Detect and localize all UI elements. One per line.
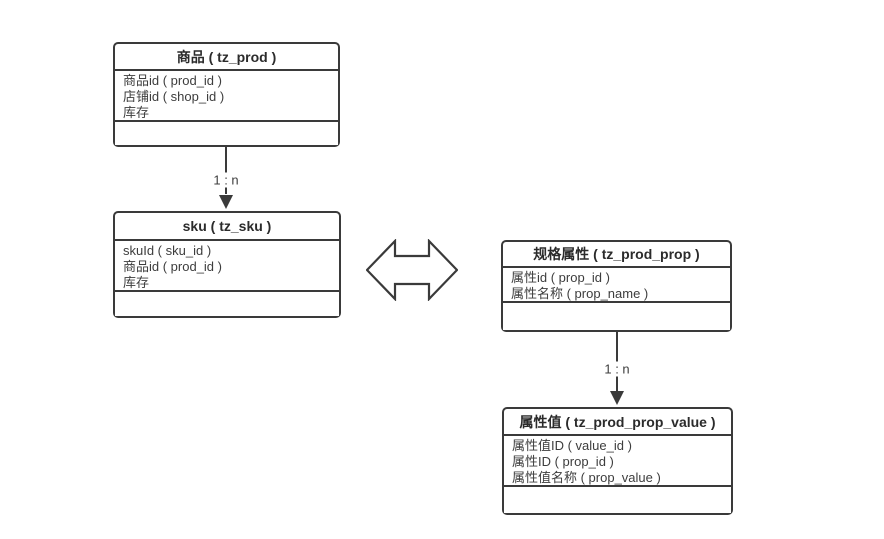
entity-sku-fields: skuId ( sku_id ) 商品id ( prod_id ) 库存	[115, 241, 339, 292]
entity-field: skuId ( sku_id )	[123, 243, 212, 258]
entity-prod-prop-title: 规格属性 ( tz_prod_prop )	[503, 242, 730, 268]
entity-prod-prop-empty-section	[503, 303, 730, 330]
entity-prod-empty-section	[115, 122, 338, 145]
entity-field: 属性ID ( prop_id )	[512, 454, 614, 469]
entity-field: 库存	[123, 275, 150, 290]
entity-sku: sku ( tz_sku ) skuId ( sku_id ) 商品id ( p…	[113, 211, 341, 318]
entity-field: 属性id ( prop_id )	[511, 270, 610, 285]
entity-prod-prop: 规格属性 ( tz_prod_prop ) 属性id ( prop_id ) 属…	[501, 240, 732, 332]
double-arrow-icon	[366, 239, 458, 301]
entity-prod-prop-value-empty-section	[504, 487, 731, 513]
entity-prod-prop-value: 属性值 ( tz_prod_prop_value ) 属性值ID ( value…	[502, 407, 733, 515]
entity-field: 属性值名称 ( prop_value )	[512, 470, 661, 485]
entity-field: 属性值ID ( value_id )	[512, 438, 632, 453]
entity-prod-title: 商品 ( tz_prod )	[115, 44, 338, 71]
entity-prod: 商品 ( tz_prod ) 商品id ( prod_id ) 店铺id ( s…	[113, 42, 340, 147]
entity-field: 库存	[123, 105, 150, 120]
entity-field: 属性名称 ( prop_name )	[511, 286, 649, 301]
arrowhead-down-icon	[610, 391, 624, 405]
entity-field: 店铺id ( shop_id )	[123, 89, 225, 104]
entity-sku-empty-section	[115, 292, 339, 316]
arrowhead-down-icon	[219, 195, 233, 209]
entity-sku-title: sku ( tz_sku )	[115, 213, 339, 241]
entity-field: 商品id ( prod_id )	[123, 259, 222, 274]
entity-prod-fields: 商品id ( prod_id ) 店铺id ( shop_id ) 库存	[115, 71, 338, 122]
connector-prod-sku-line	[225, 145, 227, 194]
entity-prod-prop-fields: 属性id ( prop_id ) 属性名称 ( prop_name )	[503, 268, 730, 303]
cardinality-label: 1 : n	[601, 361, 633, 377]
cardinality-label: 1 : n	[210, 172, 242, 188]
entity-prod-prop-value-fields: 属性值ID ( value_id ) 属性ID ( prop_id ) 属性值名…	[504, 436, 731, 487]
entity-field: 商品id ( prod_id )	[123, 73, 222, 88]
entity-prod-prop-value-title: 属性值 ( tz_prod_prop_value )	[504, 409, 731, 436]
